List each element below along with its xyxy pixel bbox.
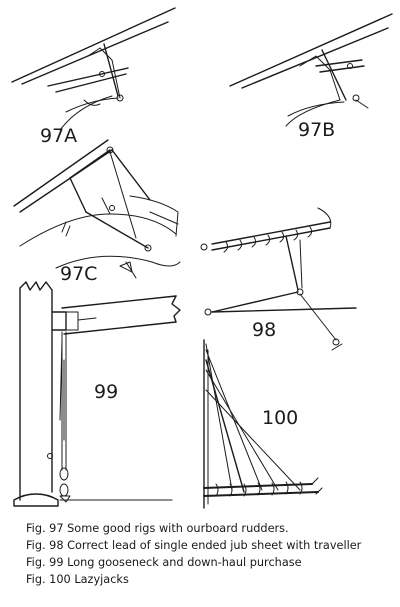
figure-97c-drawing [13, 139, 181, 279]
figure-99-drawing [13, 281, 181, 507]
caption-fig-98: Fig. 98 Correct lead of single ended jub… [26, 539, 362, 552]
figure-98-drawing [200, 207, 357, 351]
figure-97a-label: 97A [40, 125, 77, 147]
figure-97a-drawing [11, 7, 176, 131]
caption-fig-97: Fig. 97 Some good rigs with ourboard rud… [26, 522, 289, 535]
figure-100-drawing [203, 339, 323, 509]
figure-97b-drawing [229, 13, 393, 127]
caption-fig-99: Fig. 99 Long gooseneck and down-haul pur… [26, 556, 302, 569]
figure-100-label: 100 [262, 407, 298, 429]
figure-99-label: 99 [94, 381, 118, 403]
figure-captions: Fig. 97 Some good rigs with ourboard rud… [26, 520, 396, 588]
figure-98-label: 98 [252, 319, 276, 341]
caption-fig-100: Fig. 100 Lazyjacks [26, 573, 129, 586]
figure-97c-label: 97C [60, 263, 97, 285]
figure-97b-label: 97B [298, 119, 335, 141]
